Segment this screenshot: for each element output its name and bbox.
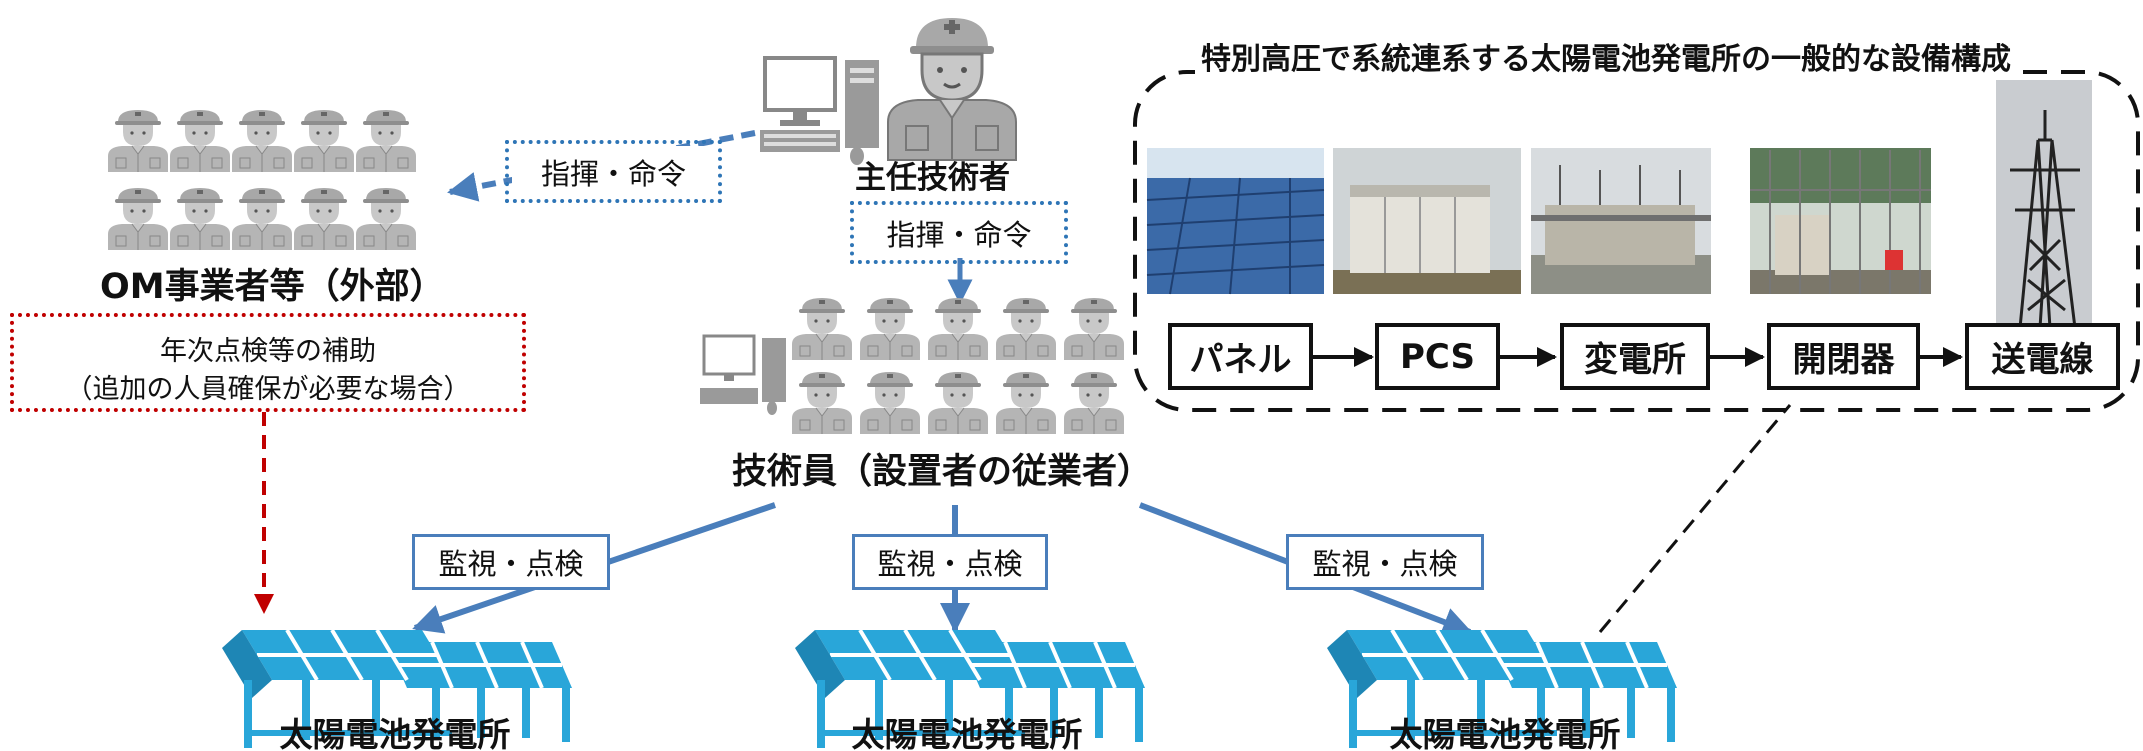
om-company-label: OM事業者等（外部） [100, 267, 445, 307]
flow-box-substation: 変電所 [1560, 323, 1710, 390]
flow-box-transmission-line: 送電線 [1965, 323, 2120, 390]
photo-switchgear [1750, 148, 1931, 294]
computer-icon [760, 56, 879, 165]
photo-transmission-tower [1996, 80, 2092, 329]
equipment-panel-title: 特別高圧で系統連系する太陽電池発電所の一般的な設備構成 [1195, 34, 2017, 78]
flow-box-panel: パネル [1168, 323, 1313, 390]
chief-engineer-icon [887, 18, 1017, 161]
command-label-down-box [850, 201, 1068, 264]
technicians-label: 技術員（設置者の従業者） [732, 452, 1153, 492]
om-support-note-line1: 年次点検等の補助 [160, 336, 376, 367]
plant-label-2: 太陽電池発電所 [851, 715, 1083, 751]
om-support-note-line2: （追加の人員確保が必要な場合） [65, 374, 471, 405]
command-label-left-box [505, 140, 722, 203]
plant-label-3: 太陽電池発電所 [1389, 715, 1621, 751]
om-worker-group [107, 109, 417, 251]
detail-link [1598, 404, 1792, 633]
plant-label-1: 太陽電池発電所 [279, 715, 511, 751]
technician-worker-group [791, 297, 1125, 435]
photo-substation [1531, 148, 1711, 294]
command-label-left: 指揮・命令 [512, 146, 715, 197]
monitor-label-2: 監視・点検 [852, 534, 1048, 590]
chief-engineer-label: 主任技術者 [855, 160, 1010, 196]
photo-pcs [1333, 148, 1521, 294]
photo-panel [1146, 148, 1325, 295]
monitor-label-3: 監視・点検 [1286, 534, 1484, 590]
flow-box-switchgear: 開閉器 [1767, 323, 1920, 390]
om-support-note: 年次点検等の補助 （追加の人員確保が必要な場合） [10, 313, 526, 412]
monitor-label-1: 監視・点検 [412, 534, 610, 590]
flow-box-pcs: PCS [1375, 323, 1500, 390]
command-label-down: 指揮・命令 [857, 207, 1061, 258]
technician-computer-icon [700, 334, 786, 415]
